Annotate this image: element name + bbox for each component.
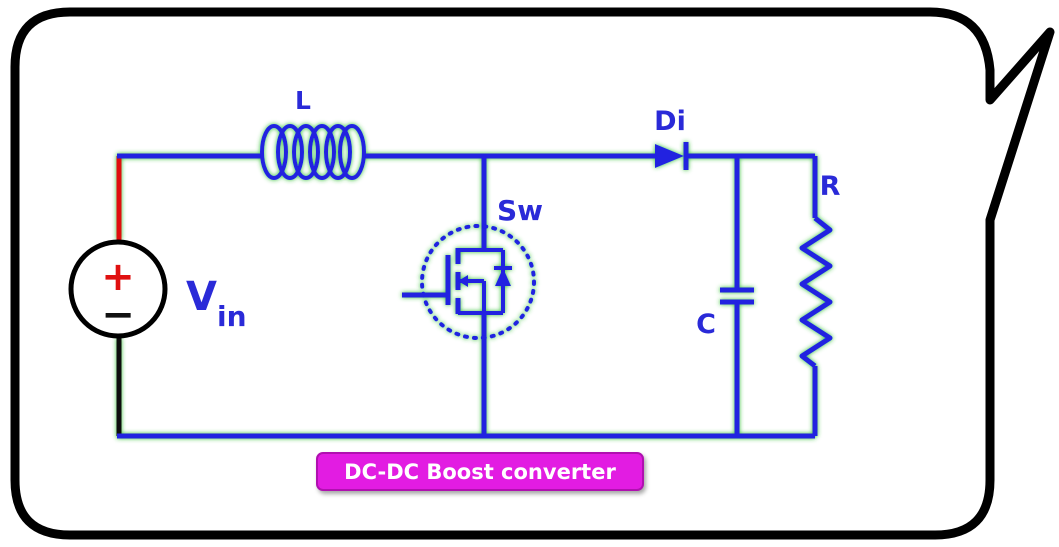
resistor-zigzag: [799, 216, 833, 368]
inductor-label: L: [295, 86, 311, 115]
source-voltage-label: Vin: [186, 274, 247, 333]
resistor-label: R: [820, 171, 841, 202]
source-plus: +: [101, 254, 135, 300]
source-voltage-subscript: in: [217, 300, 247, 333]
capacitor-label: C: [696, 309, 716, 340]
switch-label: Sw: [497, 194, 543, 227]
circuit: [116, 124, 833, 439]
diode-triangle: [655, 144, 684, 168]
caption-text: DC-DC Boost converter: [344, 459, 616, 484]
diode-label: Di: [654, 106, 686, 137]
voltage-source: + −: [68, 239, 168, 339]
source-minus: −: [101, 292, 135, 338]
caption-badge: DC-DC Boost converter: [316, 452, 644, 491]
inductor-coil: [260, 124, 366, 180]
mosfet-switch: [402, 224, 536, 340]
